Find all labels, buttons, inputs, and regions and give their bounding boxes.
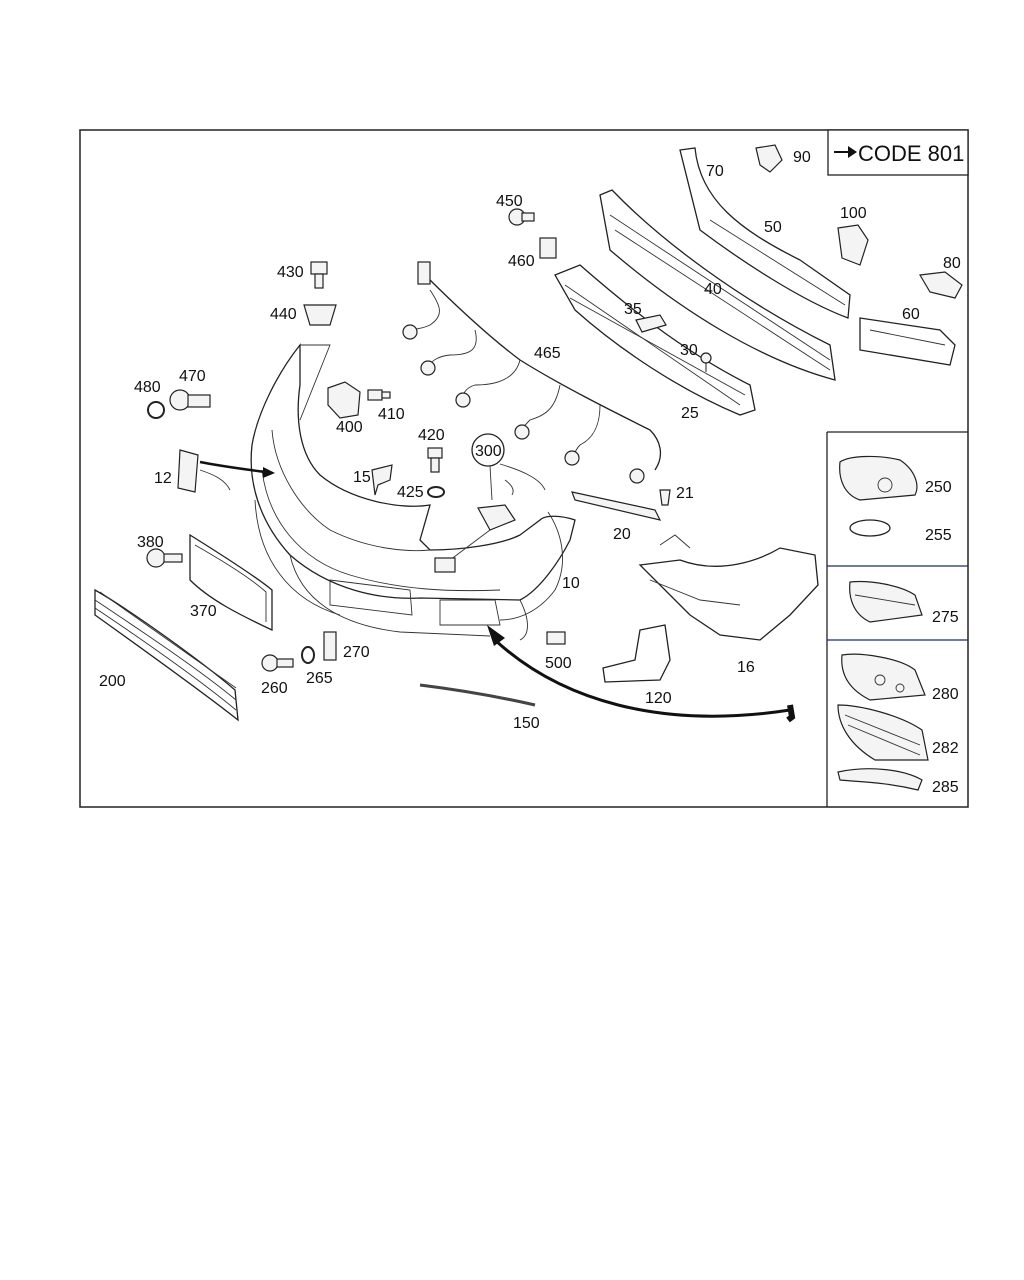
- washer-425-icon: [427, 486, 445, 498]
- bracket-60: [859, 317, 956, 366]
- label-260: 260: [261, 680, 288, 697]
- label-120: 120: [645, 690, 672, 707]
- label-60: 60: [902, 306, 920, 323]
- diagram-frame: [79, 129, 969, 808]
- small-part-80: [919, 271, 963, 299]
- part-labels: 10 12 15 16 20 21 25 30 35 40 50 60 70 8…: [99, 149, 961, 796]
- code-801-box: CODE 801: [827, 129, 969, 176]
- label-285: 285: [932, 779, 959, 796]
- label-35: 35: [624, 301, 642, 318]
- label-480: 480: [134, 379, 161, 396]
- label-20: 20: [613, 526, 631, 543]
- bracket-270-icon: [323, 631, 337, 661]
- label-460: 460: [508, 253, 535, 270]
- rivet-30-icon: [700, 352, 712, 372]
- label-425: 425: [397, 484, 424, 501]
- label-280: 280: [932, 686, 959, 703]
- pointer-arrow: [493, 638, 791, 718]
- small-part-90: [755, 144, 783, 173]
- label-250: 250: [925, 479, 952, 496]
- label-450: 450: [496, 193, 523, 210]
- side-bracket-16: [638, 534, 819, 641]
- washer-265-icon: [301, 646, 315, 664]
- label-265: 265: [306, 670, 333, 687]
- wheel-arch-liner: [602, 624, 671, 683]
- screw-430-icon: [310, 261, 328, 289]
- label-15: 15: [353, 469, 371, 486]
- ring-480-icon: [147, 401, 165, 419]
- label-100: 100: [840, 205, 867, 222]
- label-12: 12: [154, 470, 172, 487]
- impact-absorber-40: [599, 189, 836, 381]
- label-25: 25: [681, 405, 699, 422]
- inset-panel: [826, 431, 968, 807]
- grille-mesh-282: [837, 704, 929, 761]
- strip-20: [571, 491, 662, 521]
- screw-420-icon: [427, 447, 443, 473]
- label-410: 410: [378, 406, 405, 423]
- harness-300: [434, 433, 546, 573]
- nut-460-icon: [539, 237, 557, 259]
- trim-strip-150: [419, 683, 536, 707]
- label-50: 50: [764, 219, 782, 236]
- bracket-15-icon: [371, 464, 393, 496]
- bumper-cover: [250, 343, 576, 641]
- label-440: 440: [270, 306, 297, 323]
- label-275: 275: [932, 609, 959, 626]
- label-430: 430: [277, 264, 304, 281]
- arrow-right-icon: [834, 146, 857, 158]
- screw-380-icon: [146, 548, 183, 568]
- label-70: 70: [706, 163, 724, 180]
- label-30: 30: [680, 342, 698, 359]
- trim-ring-255: [849, 519, 891, 537]
- label-380: 380: [137, 534, 164, 551]
- holder-400-icon: [327, 381, 361, 419]
- screw-410-icon: [367, 389, 391, 401]
- code-label: CODE 801: [858, 141, 964, 166]
- label-16: 16: [737, 659, 755, 676]
- label-150: 150: [513, 715, 540, 732]
- wiring-harness: [402, 261, 662, 484]
- foglight-frame-250: [839, 455, 918, 501]
- label-400: 400: [336, 419, 363, 436]
- label-80: 80: [943, 255, 961, 272]
- label-90: 90: [793, 149, 811, 166]
- clip-21-icon: [659, 489, 671, 506]
- foglight-frame-280: [841, 653, 926, 701]
- label-465: 465: [534, 345, 561, 362]
- label-40: 40: [704, 281, 722, 298]
- screw-260-icon: [261, 654, 294, 672]
- label-200: 200: [99, 673, 126, 690]
- label-282: 282: [932, 740, 959, 757]
- small-part-35: [635, 314, 667, 333]
- sensor-470-icon: [169, 389, 211, 411]
- license-plate-base: [189, 533, 273, 632]
- label-300: 300: [475, 443, 502, 460]
- bracket-500-icon: [546, 631, 566, 645]
- label-270: 270: [343, 644, 370, 661]
- bumper-beam-50: [679, 147, 851, 319]
- label-21: 21: [676, 485, 694, 502]
- tow-hook-cover: [177, 449, 275, 493]
- label-470: 470: [179, 368, 206, 385]
- screw-450-icon: [508, 208, 535, 226]
- label-420: 420: [418, 427, 445, 444]
- clip-440-icon: [303, 304, 337, 326]
- grille-insert-275: [849, 580, 923, 623]
- trim-strip-285: [837, 768, 923, 791]
- bracket-25: [554, 264, 756, 416]
- grille: [94, 588, 239, 722]
- pointer-arrowhead: [487, 625, 505, 646]
- small-part-100: [837, 224, 869, 266]
- label-370: 370: [190, 603, 217, 620]
- label-10: 10: [562, 575, 580, 592]
- label-255: 255: [925, 527, 952, 544]
- label-500: 500: [545, 655, 572, 672]
